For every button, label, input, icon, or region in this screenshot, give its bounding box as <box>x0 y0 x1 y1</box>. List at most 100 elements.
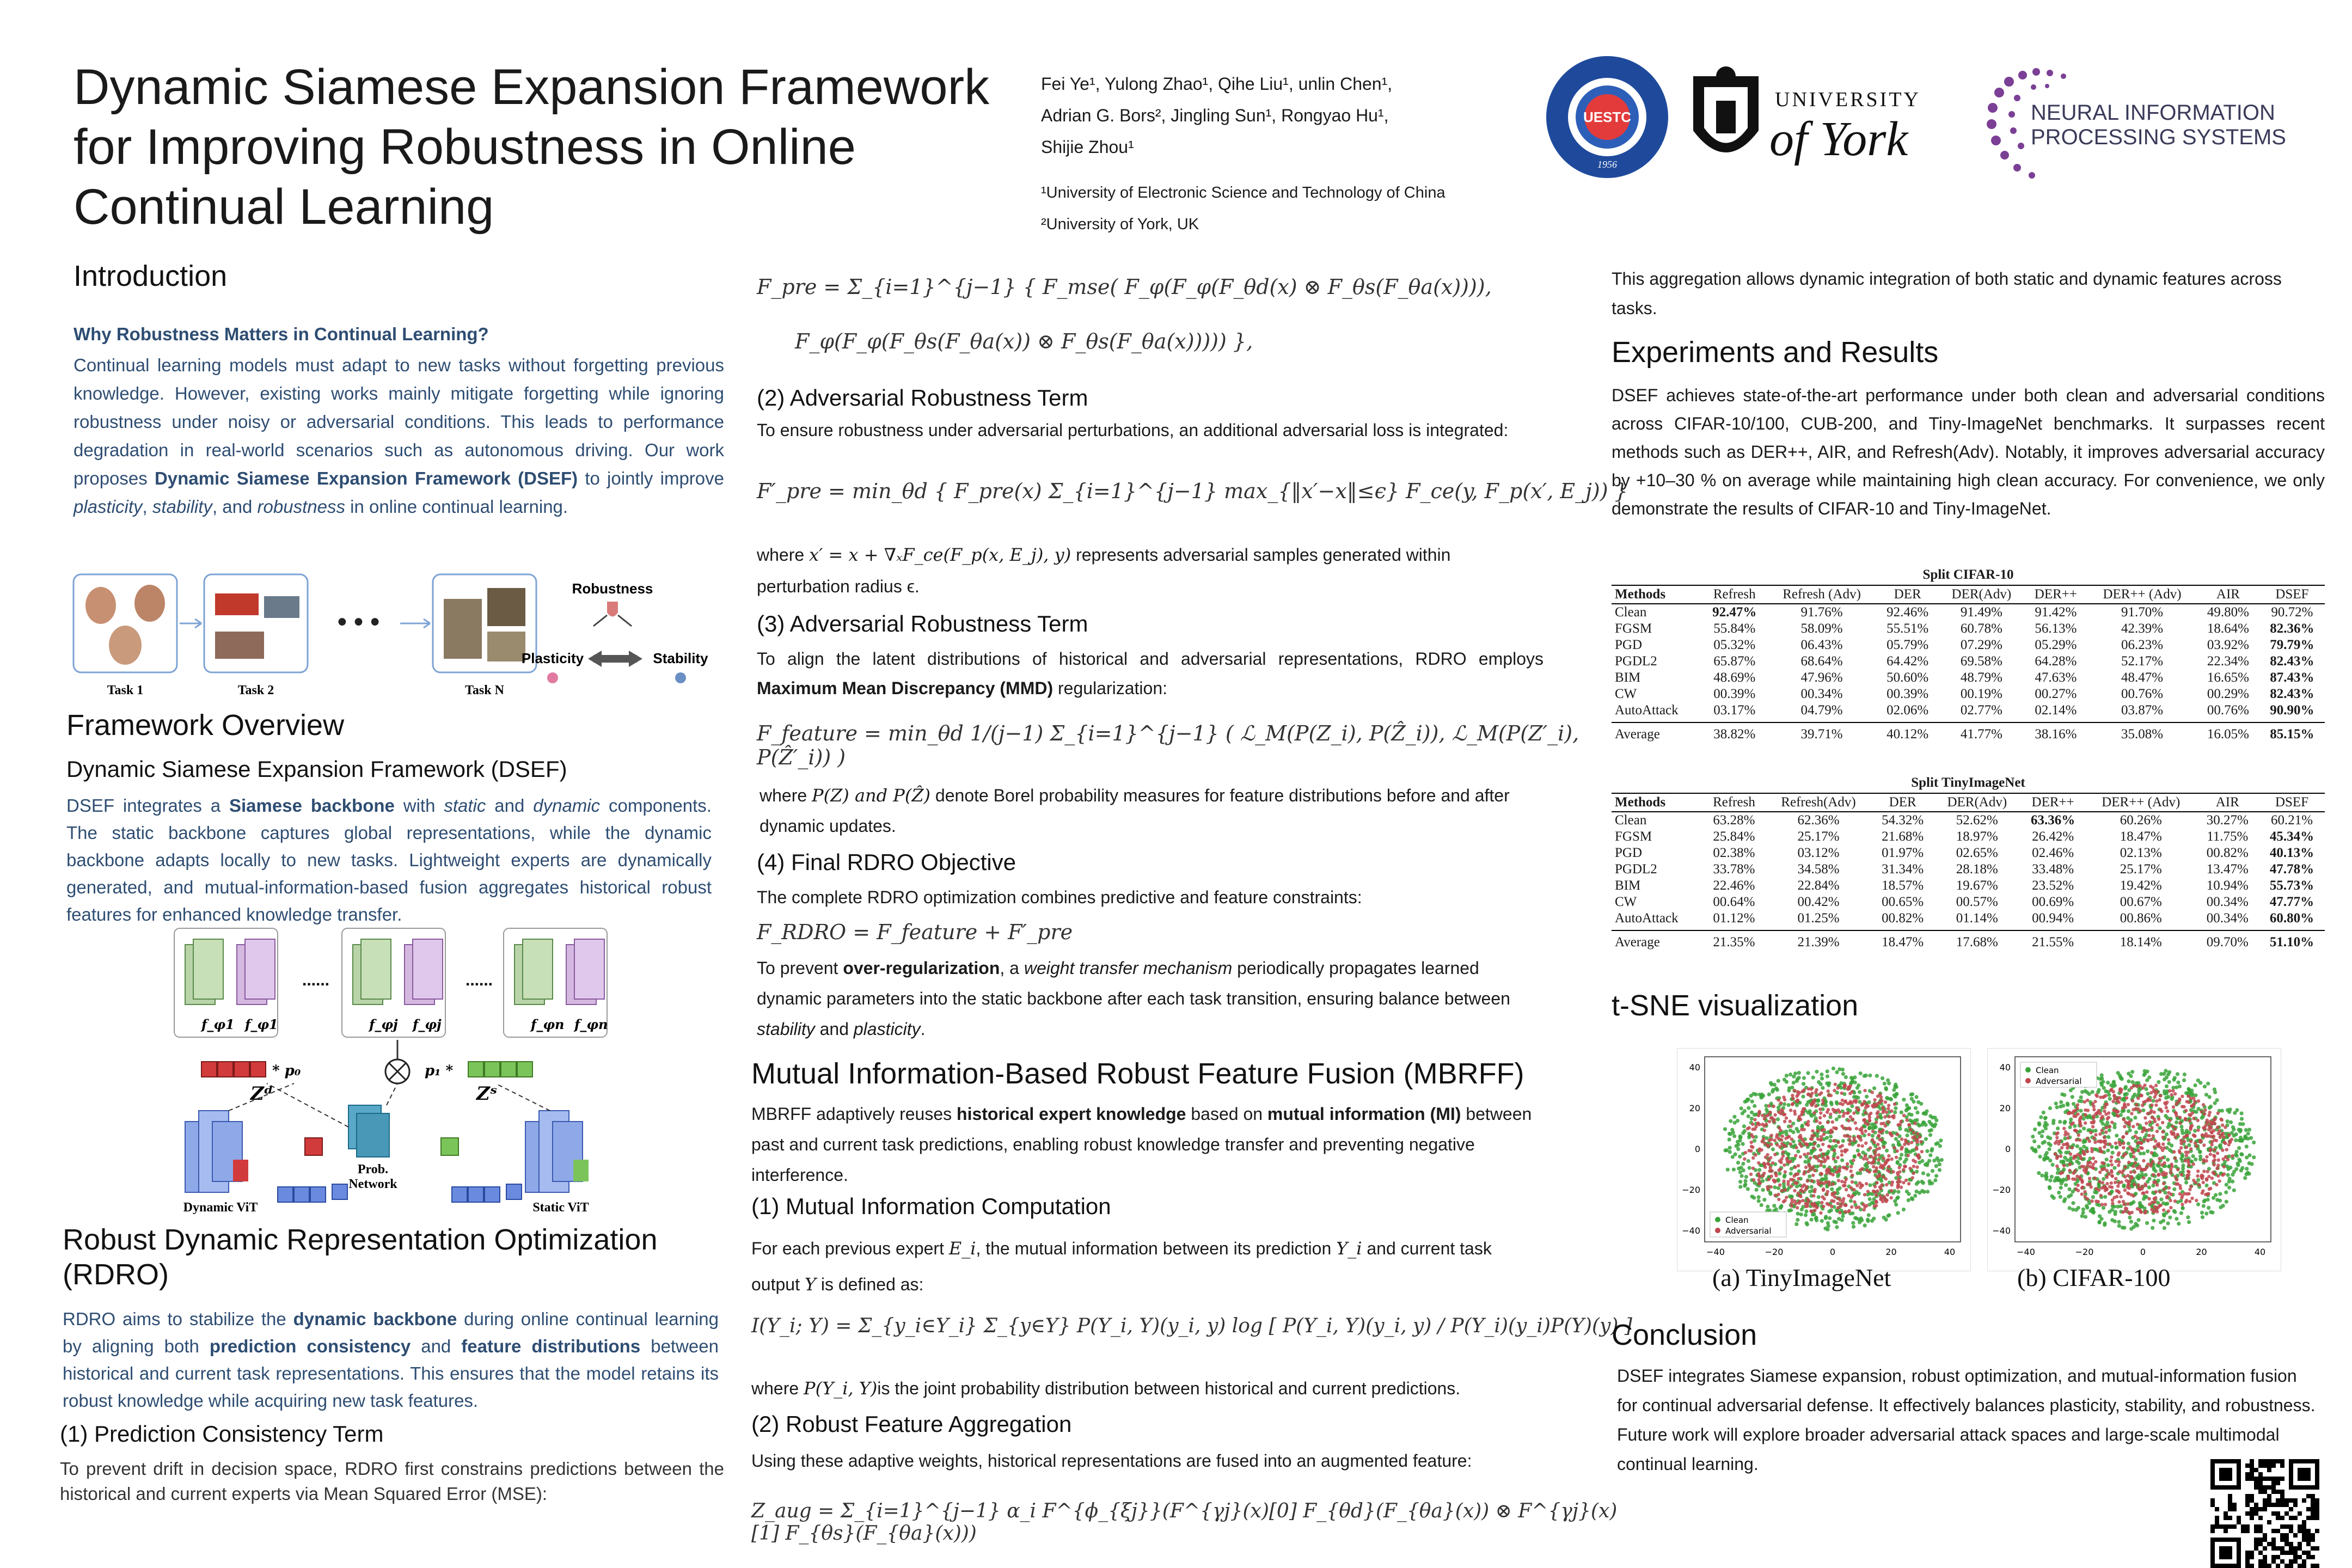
clean-point <box>1896 1190 1901 1194</box>
clean-point <box>2137 1200 2142 1205</box>
adversarial-point <box>2197 1183 2201 1187</box>
adversarial-point <box>2152 1210 2155 1214</box>
adversarial-point <box>2146 1112 2150 1116</box>
clean-point <box>2184 1180 2189 1185</box>
adversarial-point <box>1873 1098 1877 1102</box>
qr-module <box>2280 1477 2284 1481</box>
table-cell: 00.57% <box>1956 895 1998 909</box>
qr-module <box>2280 1498 2284 1503</box>
adversarial-point <box>1845 1167 1849 1171</box>
clean-point <box>1863 1124 1867 1129</box>
adversarial-point <box>1899 1185 1903 1189</box>
clean-point <box>1784 1080 1788 1084</box>
adversarial-point <box>1796 1191 1800 1195</box>
adversarial-point <box>2122 1146 2126 1150</box>
adversarial-point <box>2055 1132 2059 1136</box>
adversarial-point <box>2203 1112 2207 1116</box>
adversarial-point <box>2168 1118 2172 1122</box>
adversarial-point <box>1915 1165 1919 1169</box>
clean-point <box>2056 1167 2060 1171</box>
qr-module <box>2267 1498 2271 1503</box>
adversarial-point <box>2173 1156 2177 1160</box>
adversarial-point <box>2162 1187 2166 1191</box>
mi-heading: (1) Mutual Information Computation <box>751 1193 1111 1219</box>
qr-module <box>2271 1559 2276 1564</box>
adversarial-point <box>1824 1168 1829 1173</box>
adversarial-point <box>1871 1104 1875 1108</box>
clean-point <box>1885 1096 1889 1100</box>
clean-point <box>2177 1222 2181 1226</box>
clean-point <box>2227 1185 2232 1190</box>
clean-point <box>1778 1205 1783 1210</box>
clean-point <box>1738 1135 1742 1140</box>
adversarial-point <box>1804 1204 1808 1209</box>
adversarial-point <box>2079 1177 2082 1181</box>
adversarial-point <box>1766 1144 1770 1148</box>
adversarial-point <box>1848 1101 1852 1105</box>
column-header: Refresh (Adv) <box>1767 585 1877 604</box>
x-tick-label: −20 <box>1765 1247 1784 1257</box>
table-cell: 00.69% <box>2032 895 2074 909</box>
clean-point <box>2118 1204 2123 1209</box>
clean-point <box>2207 1167 2211 1171</box>
adversarial-point <box>1838 1145 1842 1149</box>
clean-point <box>1789 1167 1793 1171</box>
adversarial-point <box>1859 1185 1863 1190</box>
clean-point <box>2226 1173 2230 1177</box>
adversarial-point <box>2099 1140 2103 1144</box>
clean-point <box>2241 1122 2245 1126</box>
clean-point <box>1788 1194 1792 1198</box>
brain-icon <box>547 672 558 683</box>
adversarial-point <box>1766 1185 1769 1189</box>
adversarial-point <box>2188 1187 2192 1191</box>
qr-code[interactable] <box>2210 1459 2319 1568</box>
clean-point <box>2114 1146 2118 1150</box>
qr-module <box>2271 1542 2276 1546</box>
clean-point <box>2147 1185 2151 1190</box>
adversarial-point <box>1863 1205 1867 1209</box>
clean-point <box>1893 1085 1897 1089</box>
table2-caption: Split TinyImageNet <box>1612 774 2325 794</box>
clean-point <box>1786 1103 1791 1107</box>
fna-label: f_φn <box>530 1016 565 1032</box>
table-cell: 00.94% <box>2020 910 2086 931</box>
adversarial-point <box>1843 1180 1847 1184</box>
adversarial-point <box>1865 1157 1869 1161</box>
adversarial-point <box>2222 1165 2226 1169</box>
adversarial-point <box>1877 1173 1882 1177</box>
adversarial-point <box>1796 1172 1800 1176</box>
qr-module <box>2245 1551 2250 1555</box>
table-cell: 18.57% <box>1882 878 1924 893</box>
adversarial-point <box>1754 1153 1757 1157</box>
authors-line-2: Adrian G. Bors², Jingling Sun¹, Rongyao … <box>1041 106 1389 125</box>
clean-point <box>1886 1078 1890 1082</box>
clean-point <box>2088 1156 2092 1161</box>
clean-point <box>1937 1159 1941 1163</box>
table-cell: 18.64% <box>2207 621 2249 636</box>
qr-module <box>2315 1503 2319 1507</box>
clean-point <box>2090 1207 2094 1211</box>
clean-point <box>2065 1158 2069 1162</box>
adversarial-point <box>1780 1142 1784 1146</box>
adversarial-point <box>2098 1132 2102 1136</box>
adversarial-point <box>1837 1167 1842 1171</box>
clean-point <box>2081 1207 2085 1211</box>
clean-point <box>1872 1086 1877 1091</box>
adversarial-point <box>2091 1162 2095 1166</box>
adversarial-point <box>1832 1149 1836 1153</box>
adversarial-point <box>2200 1191 2204 1195</box>
qr-module <box>2293 1533 2298 1538</box>
clean-point <box>2223 1160 2227 1164</box>
clean-point <box>1757 1168 1762 1172</box>
adversarial-point <box>2059 1154 2063 1158</box>
clean-point <box>2129 1220 2133 1224</box>
adversarial-point <box>2185 1100 2189 1104</box>
clean-point <box>2134 1157 2138 1161</box>
clean-point <box>2103 1195 2108 1199</box>
qr-module <box>2289 1529 2293 1533</box>
adversarial-point <box>2192 1134 2197 1138</box>
adversarial-point <box>2213 1158 2216 1162</box>
table-cell: 69.58% <box>1960 654 2002 669</box>
adversarial-point <box>1806 1120 1810 1124</box>
adversarial-point <box>1850 1205 1854 1209</box>
